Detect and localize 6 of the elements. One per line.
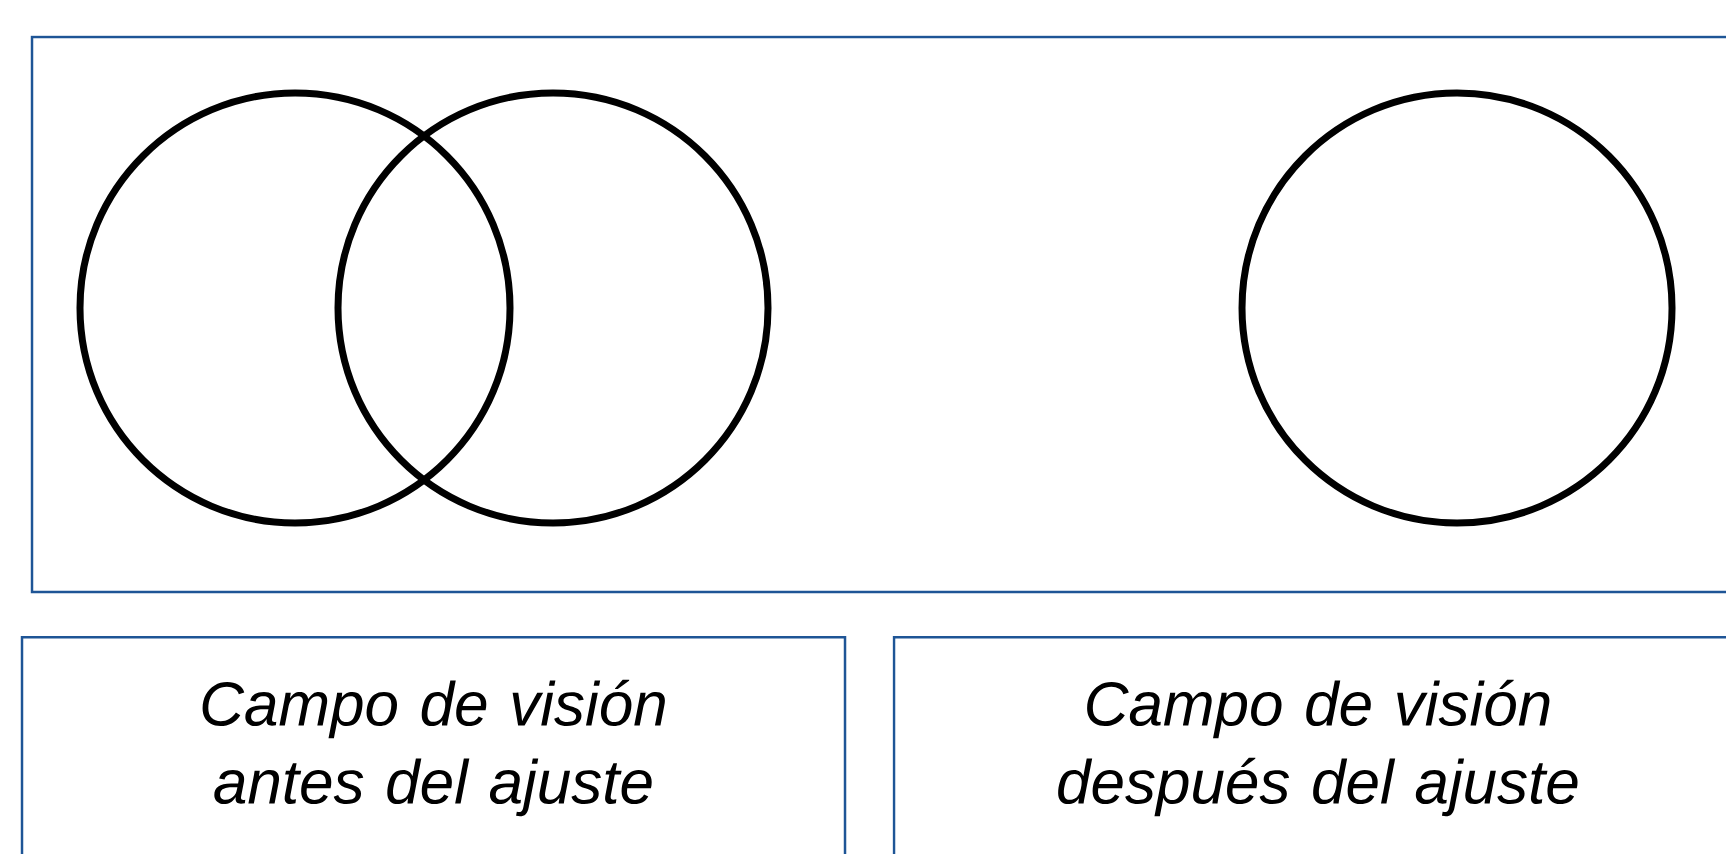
caption-box: Campo de visión después del ajuste (892, 636, 1726, 854)
caption-box: Campo de visión antes del ajuste (20, 636, 847, 854)
circle (1238, 89, 1676, 527)
circle (334, 89, 772, 527)
circle (76, 89, 514, 527)
frame (30, 35, 1726, 594)
